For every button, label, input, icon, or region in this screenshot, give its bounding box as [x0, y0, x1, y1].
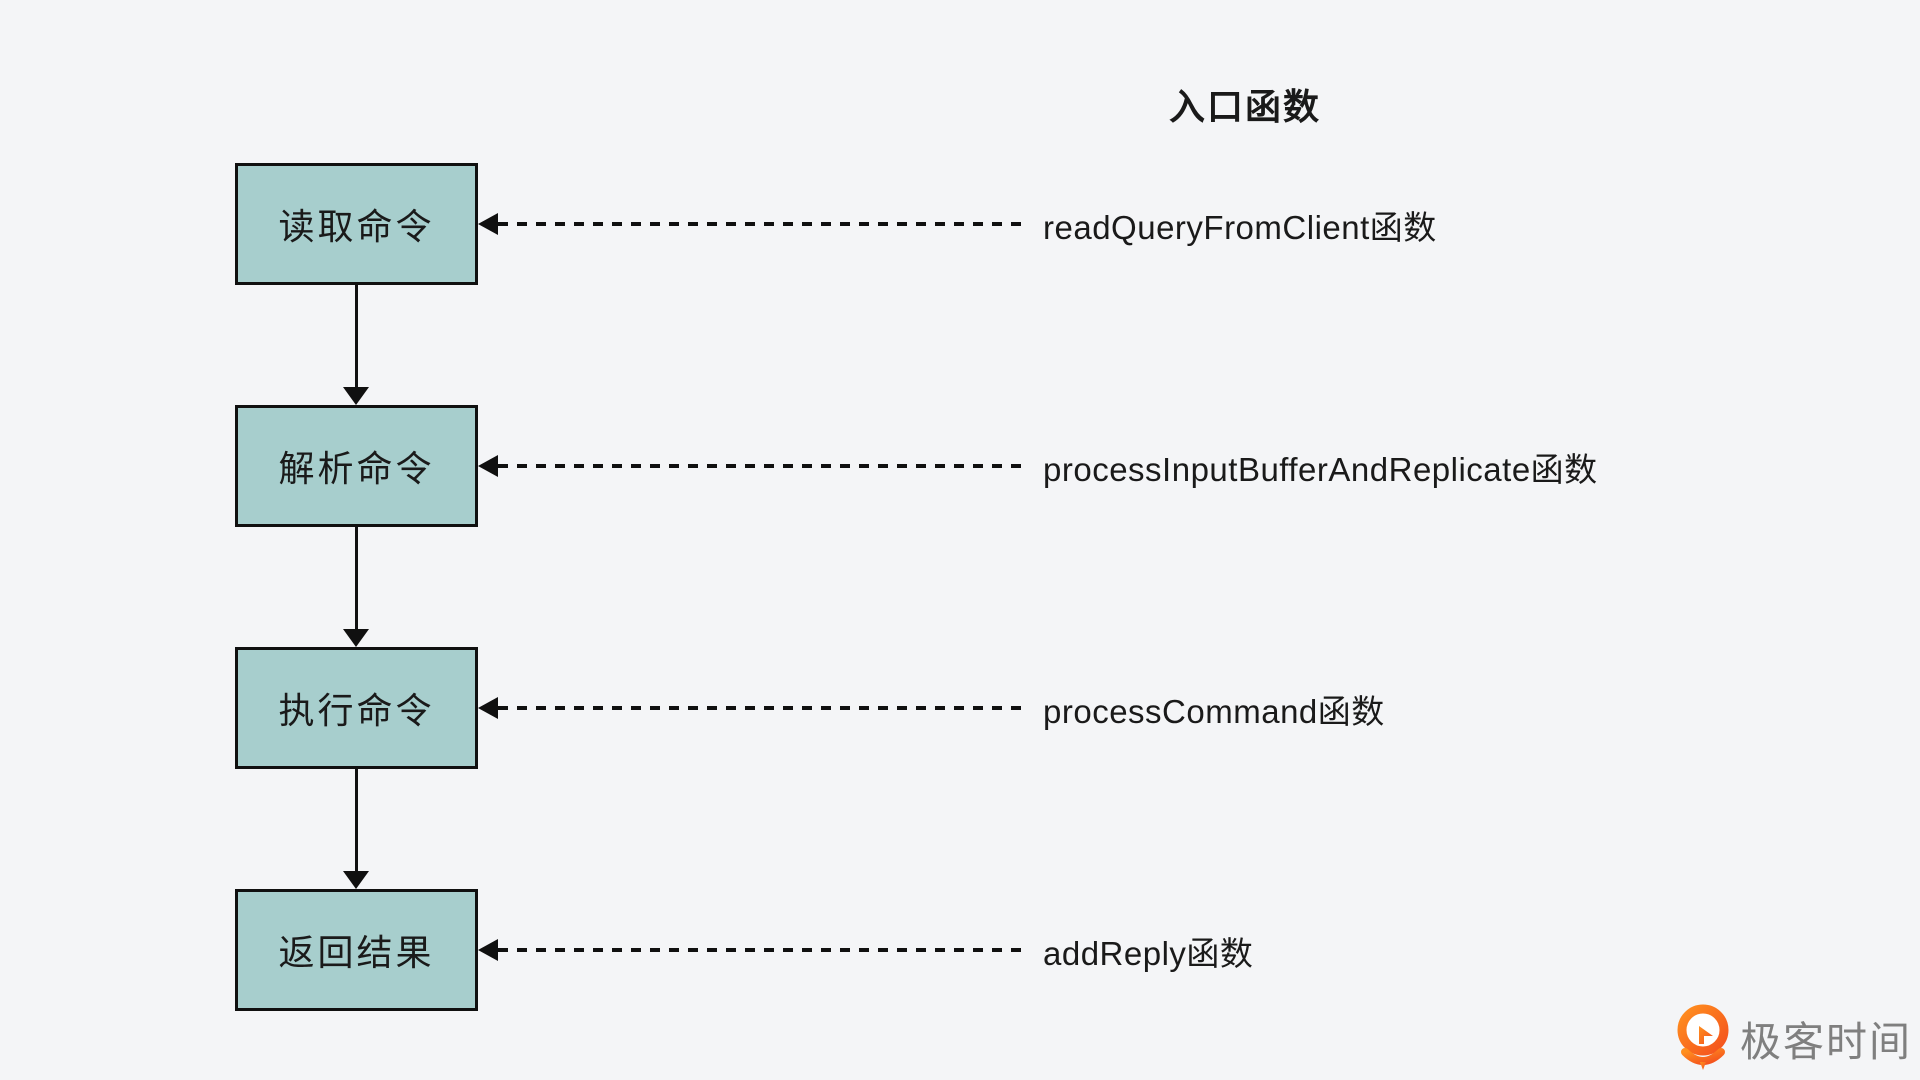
- dashed-arrow-parse-command: [478, 455, 1030, 477]
- dashed-line: [498, 222, 1030, 226]
- dashed-arrow-execute-command: [478, 697, 1030, 719]
- func-label-process-input-buffer: processInputBufferAndReplicate函数: [1043, 451, 1598, 488]
- arrowhead-left-icon: [478, 455, 498, 477]
- dashed-line: [498, 948, 1030, 952]
- arrow-line: [354, 769, 358, 871]
- geektime-logo: 极客时间: [1676, 1004, 1912, 1072]
- func-label-process-command: processCommand函数: [1043, 693, 1385, 730]
- dashed-arrow-return-result: [478, 939, 1030, 961]
- flow-box-label: 返回结果: [278, 932, 435, 973]
- flow-box-label: 读取命令: [278, 206, 435, 247]
- geektime-pin-icon: [1677, 1004, 1729, 1070]
- flow-box-return-result: 返回结果: [235, 889, 478, 1011]
- diagram-title: 入口函数: [1168, 86, 1322, 127]
- flow-box-label: 执行命令: [278, 690, 435, 731]
- arrowhead-left-icon: [478, 697, 498, 719]
- flow-box-parse-command: 解析命令: [235, 405, 478, 527]
- arrowhead-down-icon: [343, 629, 369, 647]
- arrowhead-down-icon: [343, 871, 369, 889]
- dashed-line: [498, 464, 1030, 468]
- geektime-logo-text: 极客时间: [1740, 1019, 1912, 1065]
- down-arrow-2: [342, 527, 370, 647]
- func-label-read-query-from-client: readQueryFromClient函数: [1043, 209, 1437, 246]
- dashed-line: [498, 706, 1030, 710]
- down-arrow-1: [342, 285, 370, 405]
- dashed-arrow-read-command: [478, 213, 1030, 235]
- flow-box-read-command: 读取命令: [235, 163, 478, 285]
- arrowhead-left-icon: [478, 939, 498, 961]
- func-label-add-reply: addReply函数: [1043, 935, 1254, 972]
- arrowhead-left-icon: [478, 213, 498, 235]
- arrow-line: [354, 527, 358, 629]
- arrowhead-down-icon: [343, 387, 369, 405]
- arrow-line: [354, 285, 358, 387]
- down-arrow-3: [342, 769, 370, 889]
- flow-box-label: 解析命令: [278, 448, 435, 489]
- flow-box-execute-command: 执行命令: [235, 647, 478, 769]
